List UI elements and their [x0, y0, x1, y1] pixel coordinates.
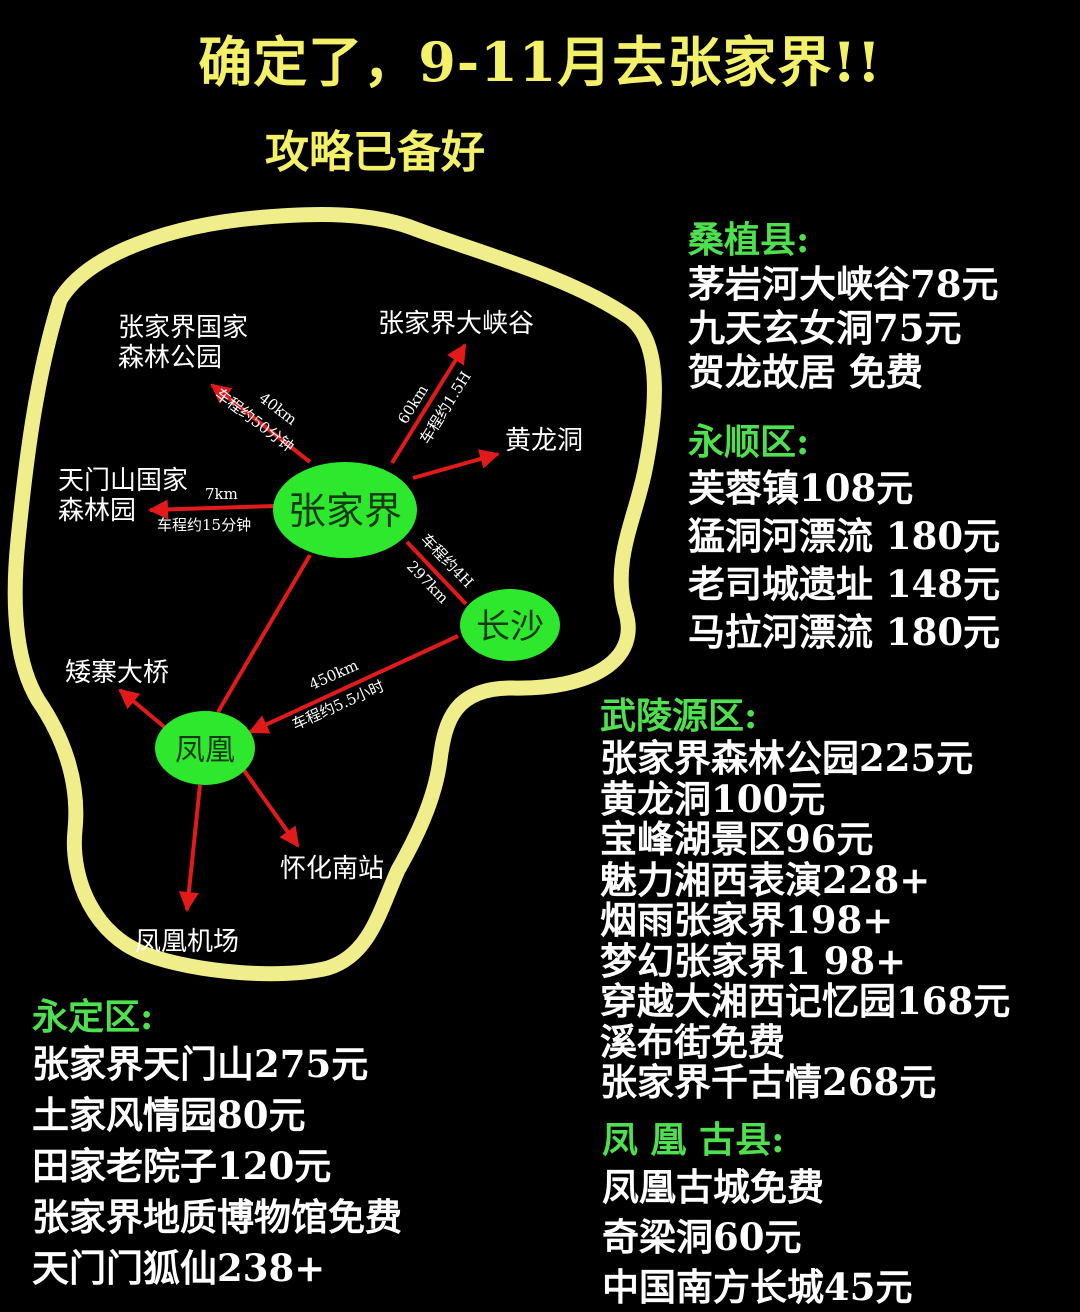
route-to-huanglong-cave [412, 449, 500, 480]
route-to-changsha [405, 540, 468, 606]
list-item: 贺龙故居 免费 [688, 350, 923, 394]
list-item: 魅力湘西表演228+ [600, 857, 931, 902]
node-fenghuang [155, 711, 255, 785]
list-item: 马拉河漂流 180元 [688, 610, 1001, 654]
section-yongshun: 永顺区: 芙蓉镇108元 猛洞河漂流 180元 老司城遗址 148元 马拉河漂流… [688, 420, 1000, 656]
section-fenghuang: 凤 凰 古县: 凤凰古城免费 奇梁洞60元 中国南方长城45元 [602, 1118, 913, 1312]
route-tianmen-distance: 7km [205, 485, 238, 503]
section-heading: 永定区: [32, 996, 154, 1038]
list-item: 宝峰湖景区96元 [600, 817, 874, 861]
section-heading: 桑植县: [688, 219, 810, 261]
region-outline [7, 207, 662, 982]
route-to-aizhai-bridge [118, 688, 170, 732]
section-yongding: 永定区: 张家界天门山275元 土家风情园80元 田家老院子120元 张家界地质… [32, 995, 402, 1294]
list-item: 穿越大湘西记忆园168元 [600, 979, 1011, 1023]
section-heading: 永顺区: [688, 421, 810, 463]
node-zhangjiajie-label: 张家界 [288, 489, 402, 533]
list-item: 茅岩河大峡谷78元 [688, 262, 999, 306]
list-item: 芙蓉镇108元 [688, 466, 914, 510]
list-item: 凤凰古城免费 [602, 1165, 824, 1209]
list-item: 天门门狐仙238+ [32, 1246, 326, 1290]
node-fenghuang-label: 凤凰 [175, 733, 235, 768]
list-item: 猛洞河漂流 180元 [688, 514, 1001, 558]
list-item: 张家界千古情268元 [600, 1060, 937, 1104]
node-changsha [460, 589, 560, 661]
place-aizhai-bridge: 矮寨大桥 [65, 658, 169, 688]
place-huaihua-south: 怀化南站 [280, 854, 384, 884]
page-subtitle: 攻略已备好 [265, 127, 485, 178]
list-item: 九天玄女洞75元 [688, 306, 962, 350]
list-item: 中国南方长城45元 [602, 1265, 913, 1309]
node-zhangjiajie [273, 462, 417, 558]
page-title: 确定了，9-11月去张家界!! [198, 30, 882, 94]
place-tianmen-line1: 天门山国家 [58, 466, 188, 496]
list-item: 梦幻张家界1 98+ [600, 938, 907, 983]
list-item: 张家界天门山275元 [32, 1042, 369, 1086]
section-heading: 武陵源区: [600, 695, 758, 737]
list-item: 奇梁洞60元 [602, 1215, 802, 1259]
list-item: 老司城遗址 148元 [688, 562, 1001, 606]
section-heading: 凤 凰 古县: [602, 1119, 785, 1161]
route-to-huaihua-south [236, 760, 300, 848]
route-to-fenghuang-airport [178, 784, 202, 912]
list-item: 烟雨张家界198+ [600, 898, 894, 942]
route-zjj-fenghuang [216, 553, 312, 714]
place-forest-park-line2: 森林公园 [118, 343, 222, 373]
list-item: 黄龙洞100元 [600, 776, 826, 821]
place-tianmen-line2: 森林园 [58, 496, 136, 526]
route-changsha-fenghuang [248, 634, 459, 734]
place-huanglong-cave: 黄龙洞 [505, 426, 583, 456]
place-grand-canyon: 张家界大峡谷 [378, 309, 534, 339]
route-to-forest-park [210, 383, 312, 464]
route-to-grand-canyon [390, 343, 467, 465]
list-item: 溪布街免费 [600, 1019, 785, 1064]
list-item: 张家界森林公园225元 [600, 736, 974, 780]
route-to-tianmen [148, 499, 276, 520]
list-item: 张家界地质博物馆免费 [32, 1195, 402, 1239]
section-sangzhi: 桑植县: 茅岩河大峡谷78元 九天玄女洞75元 贺龙故居 免费 [688, 218, 999, 394]
section-wulingyuan: 武陵源区: 张家界森林公园225元 黄龙洞100元 宝峰湖景区96元 魅力湘西表… [600, 694, 1010, 1103]
node-changsha-label: 长沙 [476, 607, 544, 647]
list-item: 土家风情园80元 [32, 1093, 306, 1137]
place-fenghuang-airport: 凤凰机场 [135, 927, 239, 957]
list-item: 田家老院子120元 [32, 1144, 332, 1188]
place-forest-park-line1: 张家界国家 [118, 313, 248, 343]
route-tianmen-time: 车程约15分钟 [157, 516, 251, 534]
